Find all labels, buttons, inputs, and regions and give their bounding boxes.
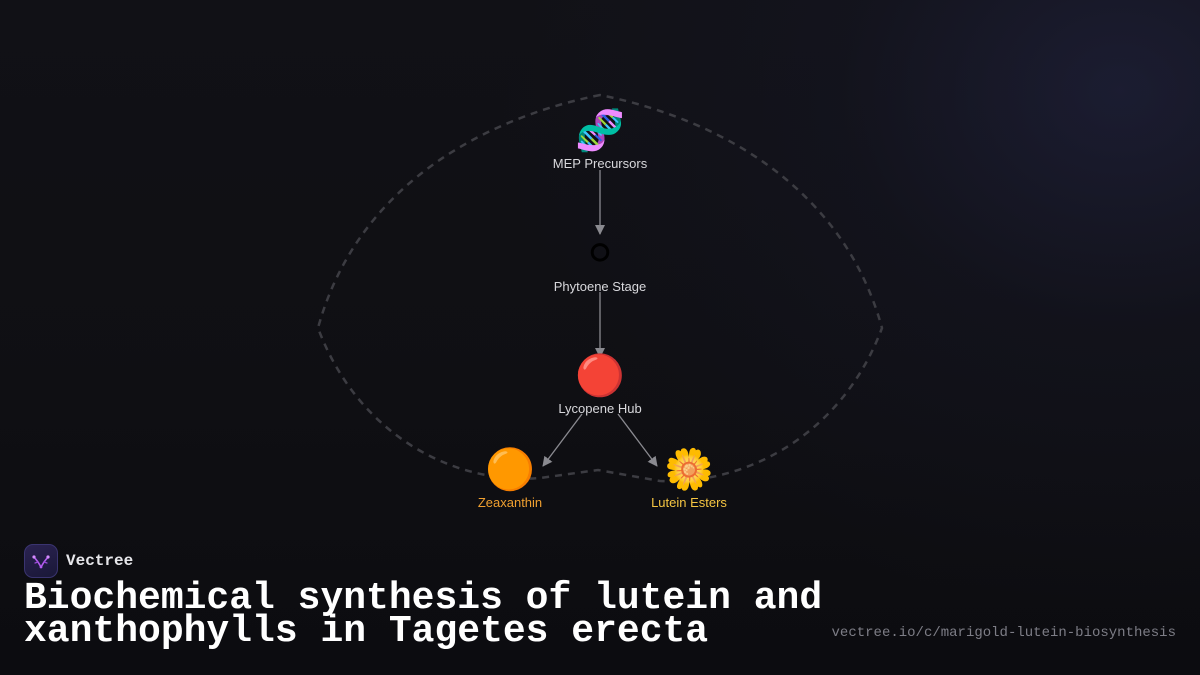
node-label: Zeaxanthin: [477, 495, 543, 510]
node-lutein-esters[interactable]: 🌼 Lutein Esters: [609, 447, 769, 511]
white-circle-icon: ⚪: [583, 231, 617, 277]
node-label: MEP Precursors: [552, 156, 648, 171]
blossom-icon: 🌼: [664, 447, 714, 493]
page-title-line-1: Biochemical synthesis of lutein and: [24, 577, 823, 620]
page-url[interactable]: vectree.io/c/marigold-lutein-biosynthesi…: [831, 625, 1176, 641]
vectree-logo: [24, 544, 58, 578]
node-zeaxanthin[interactable]: 🟠 Zeaxanthin: [430, 447, 590, 511]
brand-name: Vectree: [66, 552, 134, 570]
node-phytoene-stage[interactable]: ⚪ Phytoene Stage: [520, 231, 680, 295]
edges-group: [542, 170, 658, 467]
vectree-logo-icon: [32, 555, 50, 569]
red-circle-icon: 🔴: [575, 353, 625, 399]
node-lycopene-hub[interactable]: 🔴 Lycopene Hub: [520, 353, 680, 417]
leaf-outline-shape: [316, 93, 884, 483]
edge-lycopene-to-zeaxanthin: [542, 413, 583, 467]
node-label: Phytoene Stage: [553, 279, 647, 294]
page-title-line-2: xanthophylls in Tagetes erecta: [24, 610, 709, 653]
orange-circle-icon: 🟠: [485, 447, 535, 493]
edge-lycopene-to-lutein: [617, 413, 658, 467]
node-mep-precursors[interactable]: 🧬 MEP Precursors: [520, 108, 680, 172]
node-label: Lutein Esters: [651, 495, 727, 510]
dna-icon: 🧬: [575, 108, 625, 154]
node-label: Lycopene Hub: [558, 401, 642, 416]
